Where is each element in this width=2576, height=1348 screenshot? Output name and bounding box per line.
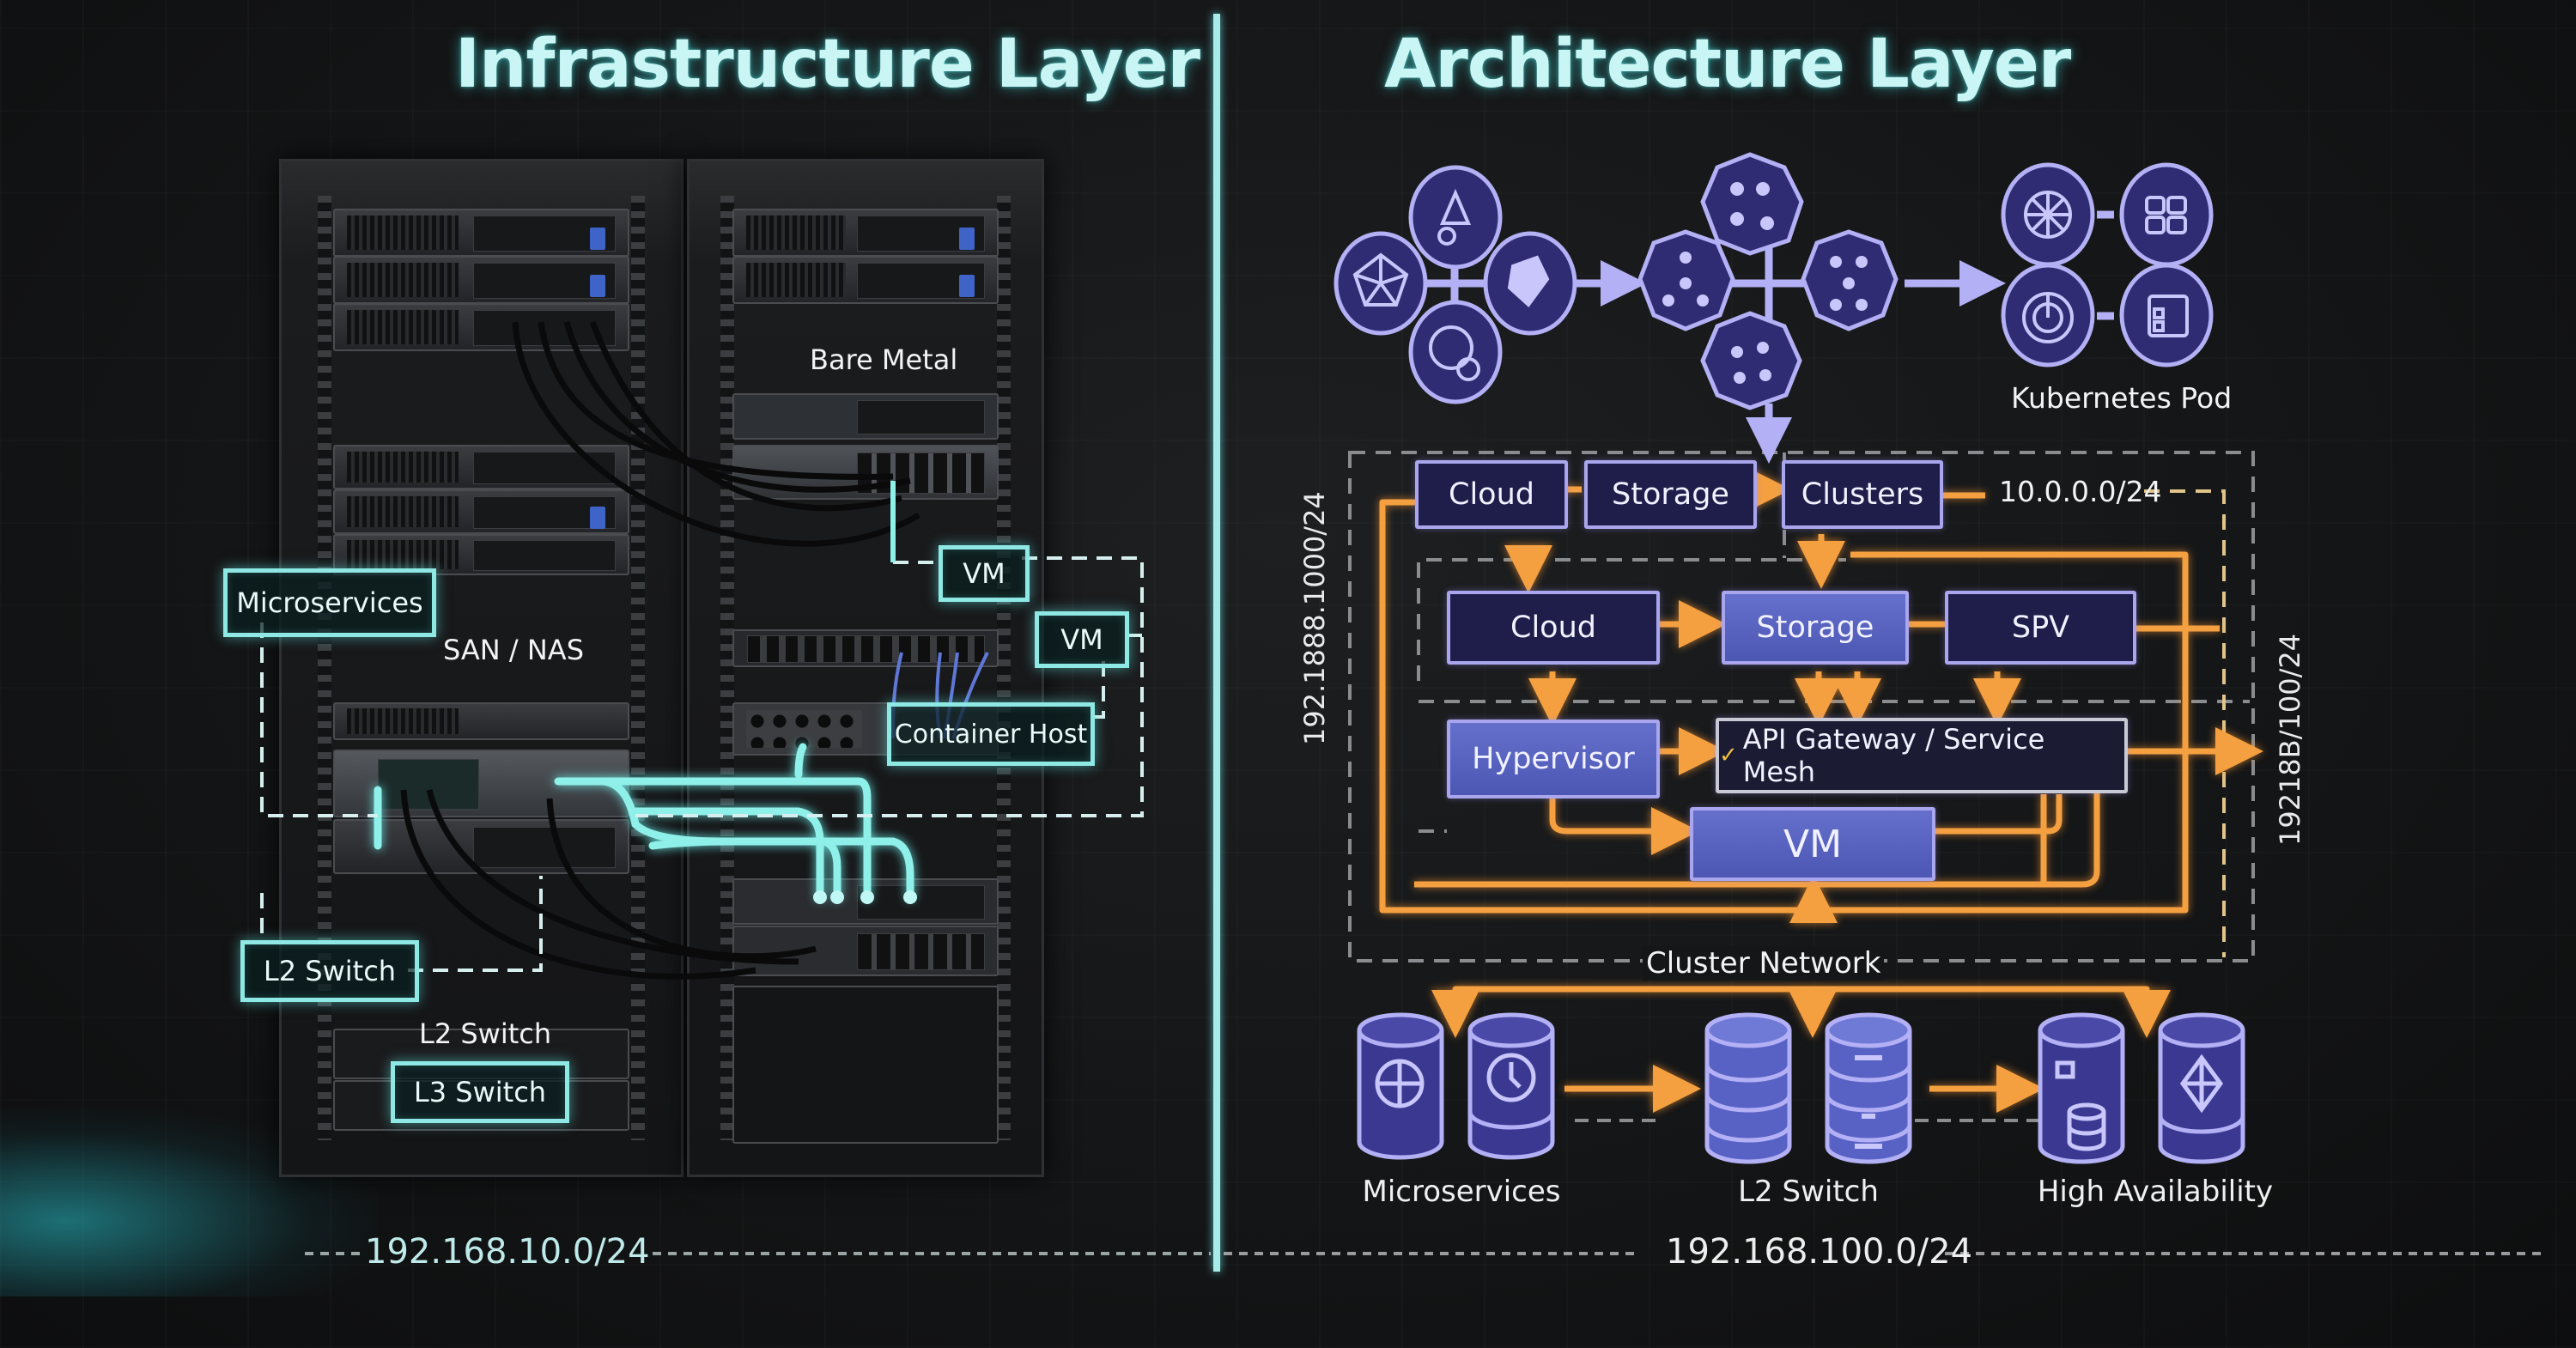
gear-globe-icon	[1408, 300, 1503, 404]
storage-node-top[interactable]: Storage	[1584, 460, 1757, 529]
server-unit	[333, 209, 629, 257]
rack-rail	[318, 196, 331, 1140]
storage-node[interactable]: Storage	[1722, 591, 1909, 665]
check-marker-icon: ✓	[1719, 743, 1738, 768]
vm-node[interactable]: VM	[1690, 807, 1935, 881]
rack-rail	[997, 196, 1011, 1140]
cluster-network-label: Cluster Network	[1643, 946, 1885, 981]
microservices-callout: Microservices	[223, 568, 436, 637]
server-unit	[732, 256, 999, 304]
api-gateway-label: API Gateway / Service Mesh	[1742, 723, 2045, 788]
server-unit	[732, 986, 999, 1144]
rack-right	[687, 159, 1044, 1177]
node-link-icon	[1700, 152, 1804, 256]
architecture-subnet: 192.168.100.0/24	[1666, 1232, 1973, 1272]
rack-rail	[720, 196, 734, 1140]
network-unit	[732, 393, 999, 440]
server-unit	[333, 303, 629, 351]
db-label-high-availability: High Availability	[2037, 1175, 2274, 1209]
server-unit	[333, 256, 629, 304]
san-nas-label: SAN / NAS	[443, 634, 584, 666]
layer-divider	[1213, 14, 1220, 1272]
subnet-bracket	[2144, 489, 2226, 957]
cloud-node[interactable]: Cloud	[1447, 591, 1660, 665]
vm-callout-2: VM	[1035, 611, 1129, 668]
dashed-connectors	[260, 556, 1144, 972]
infrastructure-subnet: 192.168.10.0/24	[365, 1232, 650, 1272]
infrastructure-layer-title: Infrastructure Layer	[455, 26, 1200, 103]
db-label-microservices: Microservices	[1362, 1175, 1561, 1209]
db-label-l2-switch: L2 Switch	[1738, 1175, 1879, 1209]
storage-appliance	[333, 750, 629, 817]
icon-group-service-cluster	[1322, 159, 1631, 416]
switch-unit	[732, 878, 999, 925]
orange-data-flows	[1379, 465, 2263, 1113]
switch-unit	[732, 926, 999, 976]
bare-metal-label: Bare Metal	[810, 343, 958, 376]
icon-group-container-nodes	[1637, 150, 1913, 416]
container-host-callout: Container Host	[887, 702, 1095, 766]
cluster-subnet-label: 10.0.0.0/24	[1999, 475, 2162, 508]
architecture-layer-title: Architecture Layer	[1384, 26, 2071, 103]
hypervisor-node[interactable]: Hypervisor	[1447, 720, 1660, 798]
cyan-fiber-cables	[374, 743, 914, 902]
cable-endpoints	[813, 890, 917, 904]
server-unit	[333, 489, 629, 534]
patch-panel	[732, 629, 999, 667]
spv-node[interactable]: SPV	[1945, 591, 2136, 665]
right-vertical-subnet: 19218B/100/24	[2274, 633, 2306, 846]
node-branch-icon	[1700, 311, 1802, 410]
vm-callout-1: VM	[939, 545, 1030, 602]
server-racks	[0, 0, 1202, 1348]
dashboard-icon	[2119, 263, 2214, 367]
l2-switch-callout: L2 Switch	[240, 940, 419, 1002]
left-vertical-subnet: 192.1888.1000/24	[1298, 491, 1331, 745]
network-graph-icon	[1408, 165, 1503, 270]
stacked-blocks-icon	[2119, 162, 2214, 267]
server-unit	[333, 702, 629, 740]
l3-switch-callout: L3 Switch	[391, 1061, 569, 1123]
black-patch-cables	[400, 320, 920, 980]
clusters-node[interactable]: Clusters	[1782, 460, 1943, 529]
api-gateway-node[interactable]: ✓ API Gateway / Service Mesh	[1716, 718, 2128, 793]
l2-switch-label: L2 Switch	[419, 1017, 552, 1050]
cloud-node-top[interactable]: Cloud	[1415, 460, 1568, 529]
rack-left	[279, 159, 683, 1177]
server-unit	[732, 209, 999, 257]
icon-group-kubernetes-pod	[1996, 159, 2228, 373]
kubernetes-pod-label: Kubernetes Pod	[2011, 381, 2233, 415]
